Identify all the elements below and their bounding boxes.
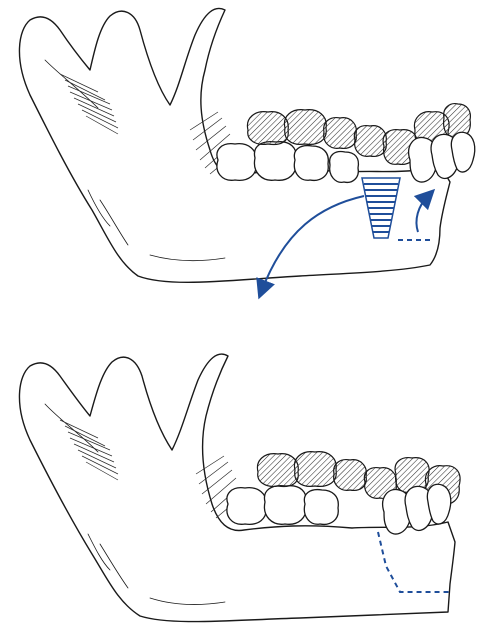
posterior-teeth-b: [227, 486, 338, 525]
mandible-top-illustration: [0, 0, 481, 312]
anterior-teeth: [409, 132, 475, 182]
mandible-bottom-illustration: [0, 322, 481, 639]
bottom-panel: [0, 322, 481, 639]
top-panel: [0, 0, 481, 312]
